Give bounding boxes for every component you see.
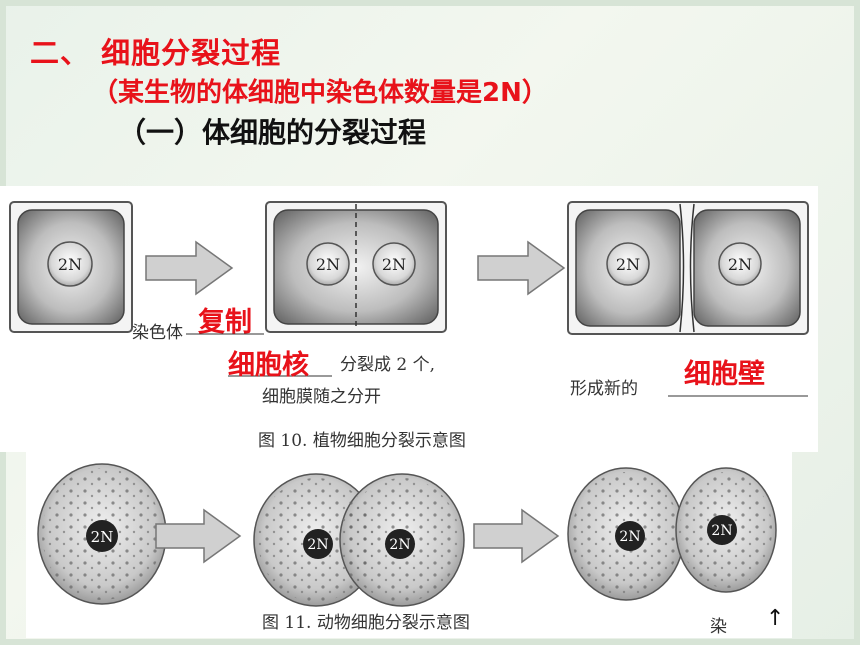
nucleus-label: 2N	[728, 255, 752, 274]
chromosome-text: 染色体	[132, 323, 183, 343]
nucleus	[707, 515, 737, 545]
nucleus	[303, 529, 333, 559]
nucleus	[372, 242, 416, 286]
membrane-text: 细胞膜随之分开	[262, 387, 381, 407]
nucleus-label: 2N	[316, 255, 340, 274]
nucleus-label: 2N	[616, 255, 640, 274]
nucleus-label: 2N	[711, 523, 732, 539]
plant-figure-caption: 图 10. 植物细胞分裂示意图	[258, 431, 466, 451]
plant-cell-1: 2N	[9, 201, 133, 333]
nucleus-label: 2N	[307, 537, 328, 553]
animal-cell-1: 2N	[37, 463, 167, 605]
answer-nucleus: 细胞核	[228, 350, 309, 381]
animal-cell-2: 2N 2N	[253, 473, 465, 607]
animal-division-figure: 2N 2N 2N 2N 2N 图 11. 动物细胞分裂示意图 染	[26, 452, 792, 638]
animal-cell-3: 2N 2N	[567, 467, 777, 601]
slide-title: 二、 细胞分裂过程	[30, 36, 282, 70]
up-arrow-icon: ↑	[766, 606, 785, 631]
split-text: 分裂成 2 个,	[340, 355, 436, 375]
nucleus	[306, 242, 350, 286]
answer-wall: 细胞壁	[684, 359, 765, 390]
plant-division-figure: 2N 2N 2N 2N 2N	[0, 186, 818, 452]
nucleus	[718, 242, 762, 286]
nucleus-label: 2N	[58, 255, 82, 274]
plant-cell-2: 2N 2N	[265, 201, 447, 333]
plant-cell-3: 2N 2N	[567, 201, 809, 335]
arrow-icon	[145, 240, 234, 296]
animal-division-diagram: 2N 2N 2N 2N 2N	[37, 463, 777, 607]
arrow-icon	[473, 508, 560, 564]
nucleus-label: 2N	[619, 529, 640, 545]
nucleus	[615, 521, 645, 551]
nucleus	[606, 242, 650, 286]
arrow-icon	[477, 240, 566, 296]
slide-subtitle: （某生物的体细胞中染色体数量是2N）	[92, 78, 548, 108]
form-text: 形成新的	[570, 379, 638, 399]
nucleus-label: 2N	[389, 537, 410, 553]
nucleus-label: 2N	[91, 528, 114, 546]
nucleus	[385, 529, 415, 559]
arrow-icon	[155, 508, 242, 564]
corner-text: 染	[710, 617, 727, 637]
plant-division-diagram: 2N 2N 2N 2N 2N	[9, 201, 809, 397]
nucleus-label: 2N	[382, 255, 406, 274]
nucleus	[86, 520, 118, 552]
nucleus	[47, 241, 93, 287]
section-heading: （一）体细胞的分裂过程	[118, 116, 427, 149]
answer-copy: 复制	[198, 307, 252, 338]
animal-figure-caption: 图 11. 动物细胞分裂示意图	[262, 613, 470, 633]
